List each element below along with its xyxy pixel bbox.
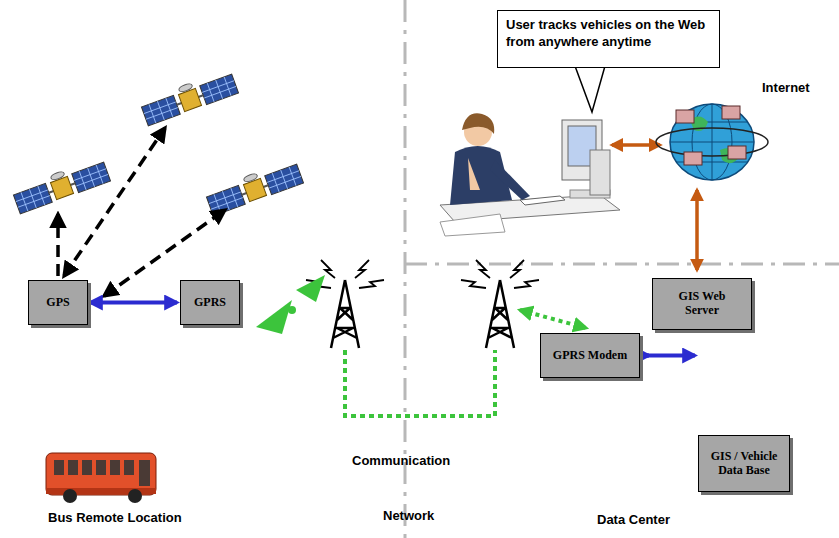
device-box: GPRS <box>180 280 240 325</box>
callout-box: User tracks vehicles on the Web from any… <box>497 10 720 68</box>
region-label: Bus Remote Location <box>48 510 182 525</box>
box-label: GPRS Modem <box>553 349 627 363</box>
box-label: GIS / Vehicle Data Base <box>704 450 784 478</box>
region-label: Data Center <box>597 512 670 527</box>
device-box: GPRS Modem <box>540 333 640 378</box>
region-label: Communication <box>352 453 450 468</box>
box-label: GIS Web Server <box>667 290 737 318</box>
box-label: GPS <box>46 296 69 310</box>
database-box: GIS / Vehicle Data Base <box>698 435 790 492</box>
region-label: Internet <box>762 80 810 95</box>
box-label: GPRS <box>194 296 226 310</box>
server-box: GIS Web Server <box>652 278 752 330</box>
callout-text: User tracks vehicles on the Web from any… <box>506 17 711 51</box>
link-arrow <box>642 354 695 358</box>
region-label: Network <box>383 508 434 523</box>
device-box: GPS <box>28 280 88 325</box>
link-arrow <box>90 301 177 305</box>
